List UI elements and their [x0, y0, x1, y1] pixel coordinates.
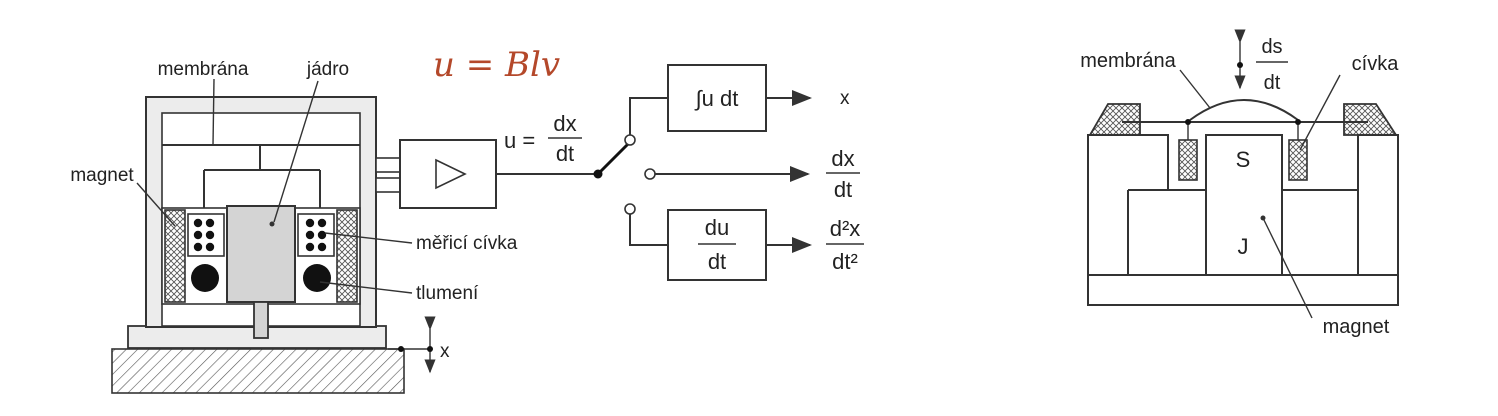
output-d2x-num: d²x	[830, 216, 861, 241]
label-merici-civka: měřicí cívka	[416, 233, 518, 254]
label-membrana-right: membrána	[1080, 50, 1176, 72]
core-J	[1205, 134, 1283, 276]
eq-lhs: u =	[504, 128, 535, 153]
amplifier-triangle-icon	[435, 158, 467, 190]
differentiator-den: dt	[708, 249, 726, 274]
label-J: J	[1238, 234, 1249, 259]
eq-den: dt	[556, 141, 574, 166]
eq-num: dx	[553, 111, 576, 136]
label-jadro: jádro	[306, 59, 349, 80]
label-ds-den: dt	[1264, 72, 1281, 94]
base	[1087, 274, 1399, 306]
output-x: x	[840, 88, 850, 109]
label-ds-num: ds	[1261, 36, 1282, 58]
formula: u = Blv	[433, 45, 560, 85]
core	[226, 205, 296, 303]
coil-left	[1178, 139, 1198, 181]
integrator-label: ∫u dt	[694, 86, 739, 111]
measuring-coil-right	[297, 213, 335, 257]
output-dx-num: dx	[831, 146, 854, 171]
label-S: S	[1236, 147, 1251, 172]
switch-contact-1	[624, 134, 636, 146]
coil-right	[1288, 139, 1308, 181]
output-d2x-den: dt²	[832, 249, 858, 274]
label-membrana-left: membrána	[158, 59, 249, 80]
switch-contact-3	[624, 203, 636, 215]
damping-left	[191, 264, 219, 292]
label-x-axis: x	[440, 341, 450, 362]
switch-contact-2	[644, 168, 656, 180]
label-civka: cívka	[1352, 53, 1400, 75]
label-magnet-left: magnet	[70, 165, 134, 186]
seismic-sensor	[111, 78, 436, 394]
label-tlumeni: tlumení	[416, 283, 479, 304]
differentiator-num: du	[705, 215, 729, 240]
ground	[111, 348, 405, 394]
magnet-right	[336, 209, 358, 303]
electrodynamic-sensor	[1087, 29, 1399, 319]
label-magnet-right: magnet	[1323, 316, 1390, 338]
damping-right	[303, 264, 331, 292]
output-dx-den: dt	[834, 177, 852, 202]
magnet-left	[164, 209, 186, 303]
